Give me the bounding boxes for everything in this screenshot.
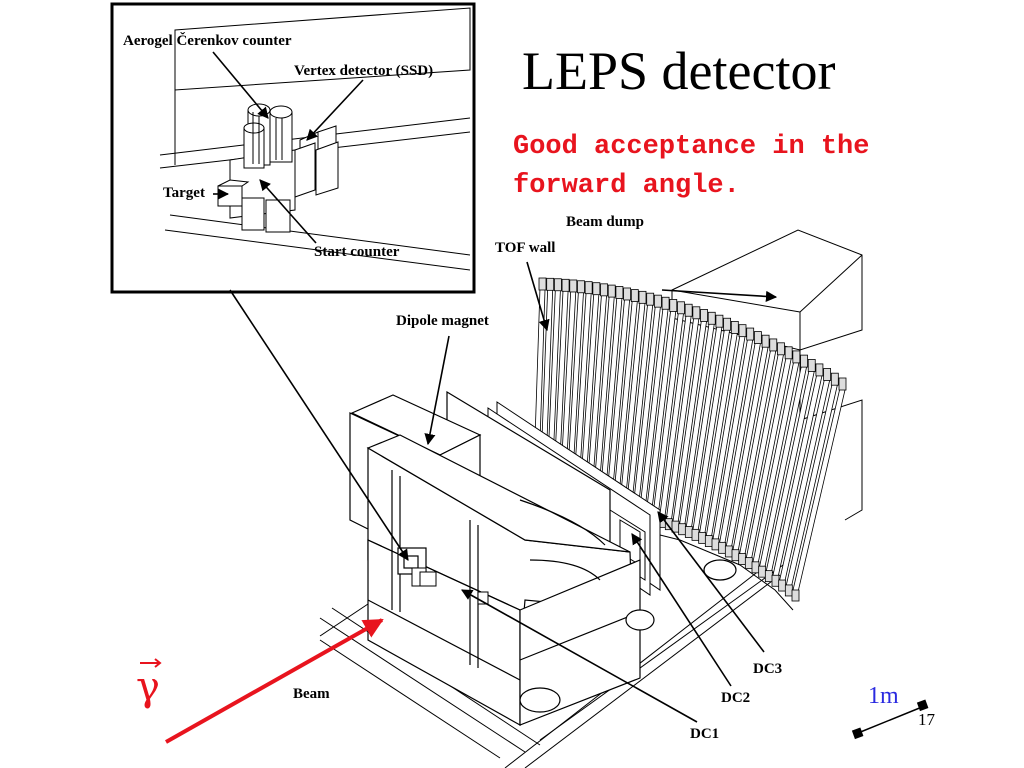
label-tof-wall: TOF wall bbox=[495, 240, 556, 256]
scale-bar-label: 1m bbox=[868, 683, 899, 709]
label-start-counter: Start counter bbox=[314, 244, 400, 260]
scale-bar bbox=[851, 699, 929, 740]
label-aerogel-counter: Aerogel Čerenkov counter bbox=[123, 33, 292, 49]
tof-pmt bbox=[684, 526, 693, 538]
tof-pmt bbox=[730, 320, 739, 334]
label-dc2: DC2 bbox=[721, 690, 751, 706]
tof-pmt bbox=[758, 565, 767, 578]
tof-pmt bbox=[724, 545, 733, 558]
tof-pmt bbox=[561, 278, 570, 292]
tof-pmt bbox=[823, 368, 832, 381]
tof-pmt bbox=[553, 278, 562, 292]
tof-pmt bbox=[600, 283, 608, 297]
tof-pmt bbox=[546, 277, 555, 291]
tof-pmt bbox=[646, 292, 655, 306]
page-number: 17 bbox=[918, 710, 935, 729]
tof-pmt bbox=[584, 281, 593, 295]
tof-pmt bbox=[669, 299, 678, 312]
tof-pmt bbox=[723, 317, 732, 331]
label-target: Target bbox=[163, 185, 205, 201]
label-vertex-detector: Vertex detector (SSD) bbox=[294, 63, 434, 79]
tof-pmt bbox=[577, 280, 585, 294]
tof-pmt bbox=[777, 342, 785, 356]
tof-pmt bbox=[630, 289, 639, 302]
label-dipole-magnet: Dipole magnet bbox=[396, 313, 489, 329]
label-arrows bbox=[212, 51, 778, 723]
tof-pmt bbox=[800, 354, 808, 368]
tof-pmt bbox=[744, 557, 753, 570]
tof-pmt bbox=[615, 286, 624, 299]
tof-pmt bbox=[784, 584, 793, 597]
tof-pmt bbox=[815, 363, 824, 377]
tof-pmt bbox=[769, 338, 778, 352]
tof-pmt bbox=[678, 523, 687, 536]
tof-pmt bbox=[538, 277, 547, 291]
label-dc3: DC3 bbox=[753, 661, 783, 677]
tof-pmt bbox=[707, 311, 716, 325]
tof-pmt bbox=[753, 331, 762, 344]
label-beam-dump: Beam dump bbox=[566, 214, 644, 230]
beam-arrow bbox=[165, 618, 384, 744]
gamma-vector-arrow bbox=[140, 658, 162, 668]
tof-pmt bbox=[653, 294, 662, 308]
tof-pmt bbox=[731, 549, 740, 562]
tof-pmt bbox=[792, 350, 801, 364]
tof-pmt bbox=[592, 282, 601, 296]
tof-pmt bbox=[607, 284, 616, 298]
tof-pmt bbox=[784, 346, 793, 360]
tof-pmt bbox=[764, 570, 773, 583]
tof-pmt bbox=[671, 520, 680, 533]
tof-pmt bbox=[830, 372, 839, 386]
tof-pmt bbox=[778, 579, 787, 592]
photon-symbol: γ bbox=[136, 664, 160, 710]
tof-pmt bbox=[711, 538, 720, 551]
tof-pmt bbox=[638, 290, 647, 304]
tof-pmt bbox=[761, 334, 770, 348]
tof-pmt bbox=[704, 535, 713, 547]
tof-pmt bbox=[623, 287, 632, 301]
tof-pmt bbox=[738, 324, 747, 338]
slide-title: LEPS detector bbox=[522, 41, 836, 101]
tof-pmt bbox=[715, 314, 724, 328]
tof-pmt bbox=[569, 279, 578, 293]
tof-pmt bbox=[692, 306, 701, 320]
slide-subtitle: Good acceptance in the forward angle. bbox=[513, 132, 870, 201]
tof-wall bbox=[529, 277, 847, 611]
tof-pmt bbox=[807, 359, 816, 372]
inset-panel bbox=[110, 2, 476, 294]
tof-pmt bbox=[751, 561, 760, 574]
tof-pmt bbox=[771, 574, 780, 587]
target-region bbox=[411, 567, 489, 605]
dipole-magnet bbox=[349, 390, 737, 727]
tof-pmt bbox=[684, 303, 693, 317]
tof-pmt bbox=[698, 531, 707, 544]
tof-pmt bbox=[738, 553, 747, 566]
label-dc1: DC1 bbox=[690, 726, 720, 742]
tof-pmt bbox=[838, 377, 847, 391]
tof-pmt bbox=[691, 528, 700, 541]
tof-pmt bbox=[746, 327, 755, 341]
label-beam: Beam bbox=[293, 686, 330, 702]
tof-pmt bbox=[718, 541, 727, 554]
tof-pmt bbox=[661, 296, 670, 310]
tof-pmt bbox=[791, 589, 800, 602]
tof-pmt bbox=[677, 301, 685, 315]
tof-pmt bbox=[700, 309, 708, 322]
